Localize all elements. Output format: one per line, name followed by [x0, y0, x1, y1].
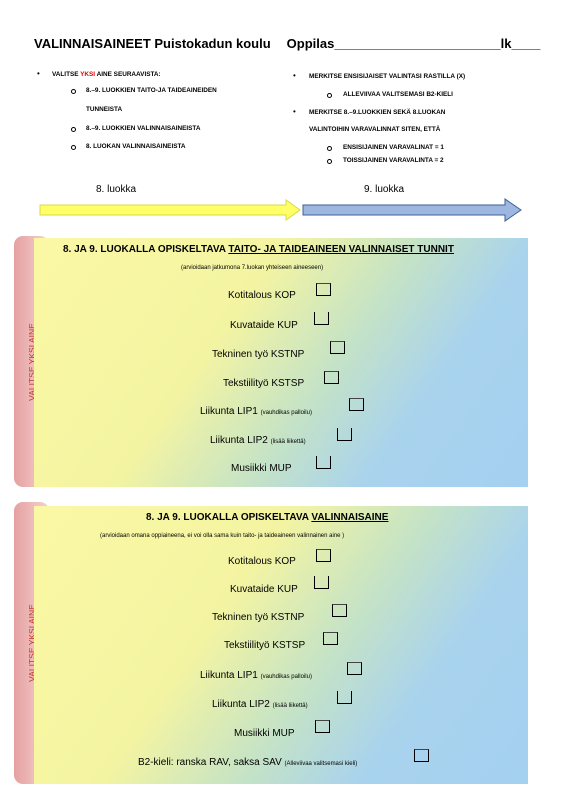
student-name-class-line[interactable]: Oppilas_______________________lk____	[286, 36, 541, 51]
bullet-icon: •	[37, 69, 40, 78]
grade-9-label: 9. luokka	[364, 184, 405, 195]
option-kuvataide: Kuvataide KUP	[230, 320, 298, 331]
option-liikunta-lip2: Liikunta LIP2 (lisää liikettä)	[212, 699, 308, 710]
bullet-icon: •	[293, 71, 296, 80]
grade-9-arrow	[302, 198, 522, 222]
option-liikunta-lip1: Liikunta LIP1 (vauhdikas palloilu)	[200, 406, 312, 417]
option-liikunta-lip2: Liikunta LIP2 (lisää liikettä)	[210, 435, 306, 446]
form-title: VALINNAISAINEET Puistokadun koulu	[34, 36, 271, 51]
checkbox-liikunta-lip2[interactable]	[337, 428, 352, 441]
option-tekninen-tyo: Tekninen työ KSTNP	[212, 612, 305, 623]
section1-title: 8. JA 9. LUOKALLA OPISKELTAVA TAITO- JA …	[63, 244, 454, 255]
instruction-sub-1b: TUNNEISTA	[86, 106, 123, 113]
checkbox-musiikki[interactable]	[315, 720, 330, 733]
checkbox-liikunta-lip2[interactable]	[337, 691, 352, 704]
section2-note: (arvioidaan omana oppiaineena, ei voi ol…	[100, 533, 345, 539]
section-elective-subject: 8. JA 9. LUOKALLA OPISKELTAVA VALINNAISA…	[34, 506, 528, 784]
grade-8-label: 8. luokka	[96, 184, 137, 195]
instruction-backups-1: MERKITSE 8.–9.LUOKKIEN SEKÄ 8.LUOKAN	[309, 109, 446, 116]
checkbox-liikunta-lip1[interactable]	[349, 398, 364, 411]
option-tekstiilityo: Tekstiilityö KSTSP	[223, 378, 305, 389]
option-tekstiilityo: Tekstiilityö KSTSP	[224, 640, 306, 651]
option-musiikki: Musiikki MUP	[231, 463, 292, 474]
checkbox-tekstiilityo[interactable]	[324, 371, 339, 384]
checkbox-tekstiilityo[interactable]	[323, 632, 338, 645]
option-kotitalous: Kotitalous KOP	[228, 556, 296, 567]
instruction-sub-1: 8.–9. LUOKKIEN TAITO-JA TAIDEAINEIDEN	[86, 87, 217, 94]
sub-bullet-icon	[71, 89, 76, 94]
checkbox-tekninen-tyo[interactable]	[330, 341, 345, 354]
sub-bullet-icon	[327, 159, 332, 164]
option-kuvataide: Kuvataide KUP	[230, 584, 298, 595]
highlight-yksi: YKSI	[80, 71, 96, 78]
checkbox-kuvataide[interactable]	[314, 576, 329, 589]
instruction-backups-2: VALINTOIHIN VARAVALINNAT SITEN, ETTÄ	[309, 126, 441, 133]
grade-timeline-arrows	[39, 198, 522, 222]
option-liikunta-lip1: Liikunta LIP1 (vauhdikas palloilu)	[200, 670, 312, 681]
grade-8-arrow	[39, 199, 301, 221]
instruction-sub-3: 8. LUOKAN VALINNAISAINEISTA	[86, 143, 186, 150]
sub-bullet-icon	[71, 145, 76, 150]
sub-bullet-icon	[327, 146, 332, 151]
checkbox-b2-kieli[interactable]	[414, 749, 429, 762]
checkbox-tekninen-tyo[interactable]	[332, 604, 347, 617]
sub-bullet-icon	[327, 93, 332, 98]
instruction-backup-first: ENSISIJAINEN VARAVALINAT = 1	[343, 144, 444, 151]
instruction-choose-one: VALITSE YKSI AINE SEURAAVISTA:	[52, 71, 161, 78]
section-arts-crafts: 8. JA 9. LUOKALLA OPISKELTAVA TAITO- JA …	[34, 238, 528, 487]
checkbox-kuvataide[interactable]	[314, 312, 329, 325]
checkbox-liikunta-lip1[interactable]	[347, 662, 362, 675]
form-title-row: VALINNAISAINEET Puistokadun koulu Oppilas…	[34, 36, 540, 51]
checkbox-kotitalous[interactable]	[316, 283, 331, 296]
section1-note: (arvioidaan jatkumona 7.luokan yhteiseen…	[181, 265, 324, 271]
option-kotitalous: Kotitalous KOP	[228, 290, 296, 301]
sub-bullet-icon	[71, 127, 76, 132]
option-musiikki: Musiikki MUP	[234, 728, 295, 739]
checkbox-kotitalous[interactable]	[316, 549, 331, 562]
checkbox-musiikki[interactable]	[316, 456, 331, 469]
option-b2-kieli: B2-kieli: ranska RAV, saksa SAV (Allevii…	[138, 757, 358, 768]
bullet-icon: •	[293, 107, 296, 116]
instruction-underline-language: ALLEVIIVAA VALITSEMASI B2-KIELI	[343, 91, 453, 98]
instruction-mark-choices: MERKITSE ENSISIJAISET VALINTASI RASTILLA…	[309, 73, 466, 80]
option-tekninen-tyo: Tekninen työ KSTNP	[212, 349, 305, 360]
section2-title: 8. JA 9. LUOKALLA OPISKELTAVA VALINNAISA…	[146, 512, 389, 523]
instruction-backup-second: TOISSIJAINEN VARAVALINTA = 2	[343, 157, 444, 164]
instruction-sub-2: 8.–9. LUOKKIEN VALINNAISAINEISTA	[86, 125, 201, 132]
